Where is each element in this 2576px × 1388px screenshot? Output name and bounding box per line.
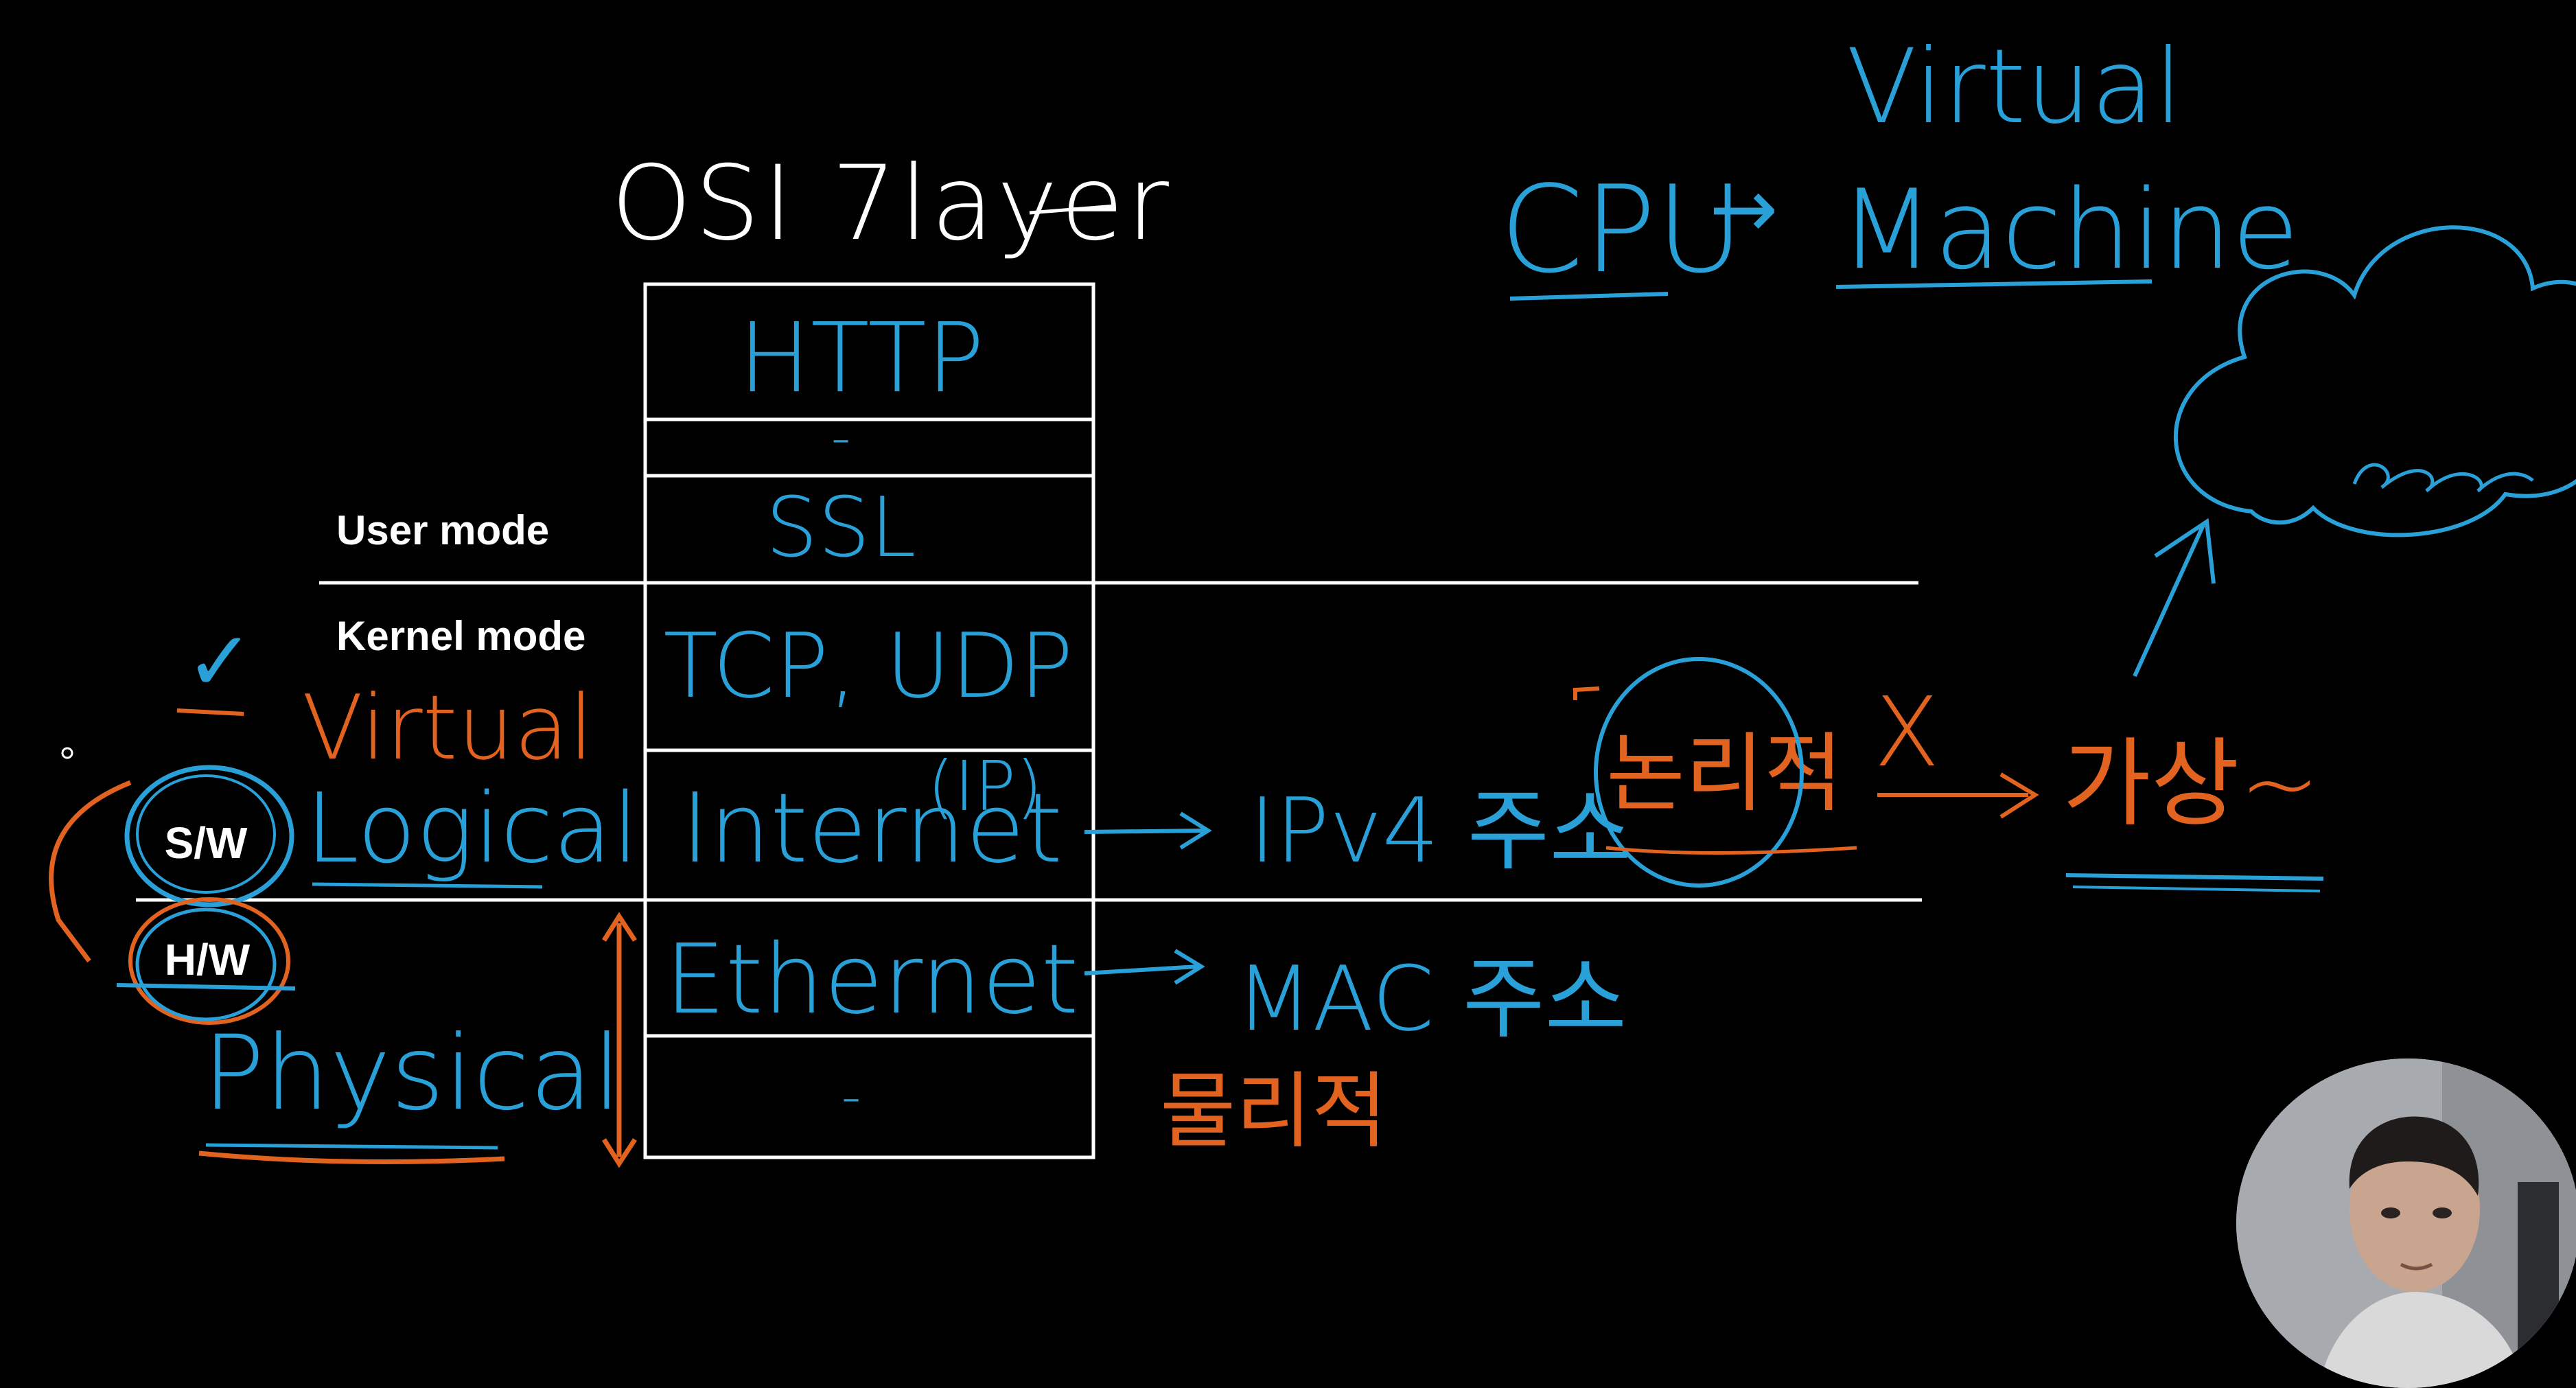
physical-range-arrow [602,912,637,1168]
sw-arrow-curve [49,780,132,963]
physical-underline-stroke [198,1150,505,1164]
sw-badge: S/W [124,765,294,907]
vm-underline [1835,279,2153,289]
virtual-kr-underline [2072,886,2321,892]
logical-kr-underline [1605,846,1857,855]
sw-badge-circle-stroke [136,774,276,894]
cpu-label: CPU [1500,161,1744,300]
layer-ssl-label: SSL [765,481,916,576]
osi-stack [643,282,1095,1159]
logical-kr-label: 논리적 [1606,724,1843,824]
layer-internet-note: (IP) [927,746,1043,826]
sw-badge-label: S/W [165,818,248,868]
ipv4-address-label: IPv4 주소 [1249,778,1632,883]
ip-arrow [1084,811,1212,850]
logical-label: Logical [305,773,639,885]
cpu-arrow: → [1709,161,1778,257]
logical-kr-circle [1594,657,1804,888]
layer-blank-label: - [842,1065,861,1129]
layer-ethernet-label: Ethernet [664,924,1078,1036]
title-underline-stroke [1029,204,1116,215]
check-mark: ✓ [185,614,255,710]
logical-kr-bracket [1573,686,1600,700]
layer-http-label: HTTP [739,303,984,415]
layer-internet-label: Internet [681,773,1063,885]
cpu-underline [1509,292,1669,301]
cloud-inner-scribble [2352,463,2534,493]
presenter-webcam [2236,1059,2576,1388]
hw-badge-label: H/W [165,935,251,984]
vm-top-label: Virtual [1846,27,2183,147]
vm-bottom-label: Machine [1840,165,2299,294]
sw-badge-circle [124,765,294,907]
hw-badge: H/W [128,897,290,1025]
user-mode-label: User mode [336,507,549,553]
diagram-title: OSI 7layer [611,144,1172,264]
stack-frame [643,282,1095,1159]
hw-scribble-line [116,983,296,991]
virtual-kr-label: 가상~ [2063,728,2320,840]
check-underline [176,708,244,716]
physical-kr-label: 물리적 [1160,1064,1387,1159]
virtual-kr-arrow [1877,772,2039,819]
physical-label: Physical [202,1014,621,1133]
layer-blank-label: - [831,406,851,470]
x-mark: X [1874,677,1940,789]
cloud-icon [2174,225,2576,537]
stray-dot [61,747,73,759]
whiteboard-canvas: OSI 7layer HTTP - SSL TCP, UDP Internet … [49,27,2576,1168]
cloud-arrow [2133,518,2216,678]
layer-tcp-label: TCP, UDP [663,614,1073,718]
hw-badge-circle-stroke [135,907,277,1021]
mac-address-label: MAC 주소 [1235,947,1627,1051]
logical-underline-stroke [312,882,543,889]
virtual-label: Virtual [302,675,594,780]
physical-underline-stroke [205,1143,498,1150]
virtual-kr-underline [2065,873,2324,881]
mac-arrow [1084,949,1205,985]
hw-badge-circle [128,897,290,1025]
kernel-mode-label: Kernel mode [336,613,585,659]
presenter-icon [2236,1059,2576,1388]
